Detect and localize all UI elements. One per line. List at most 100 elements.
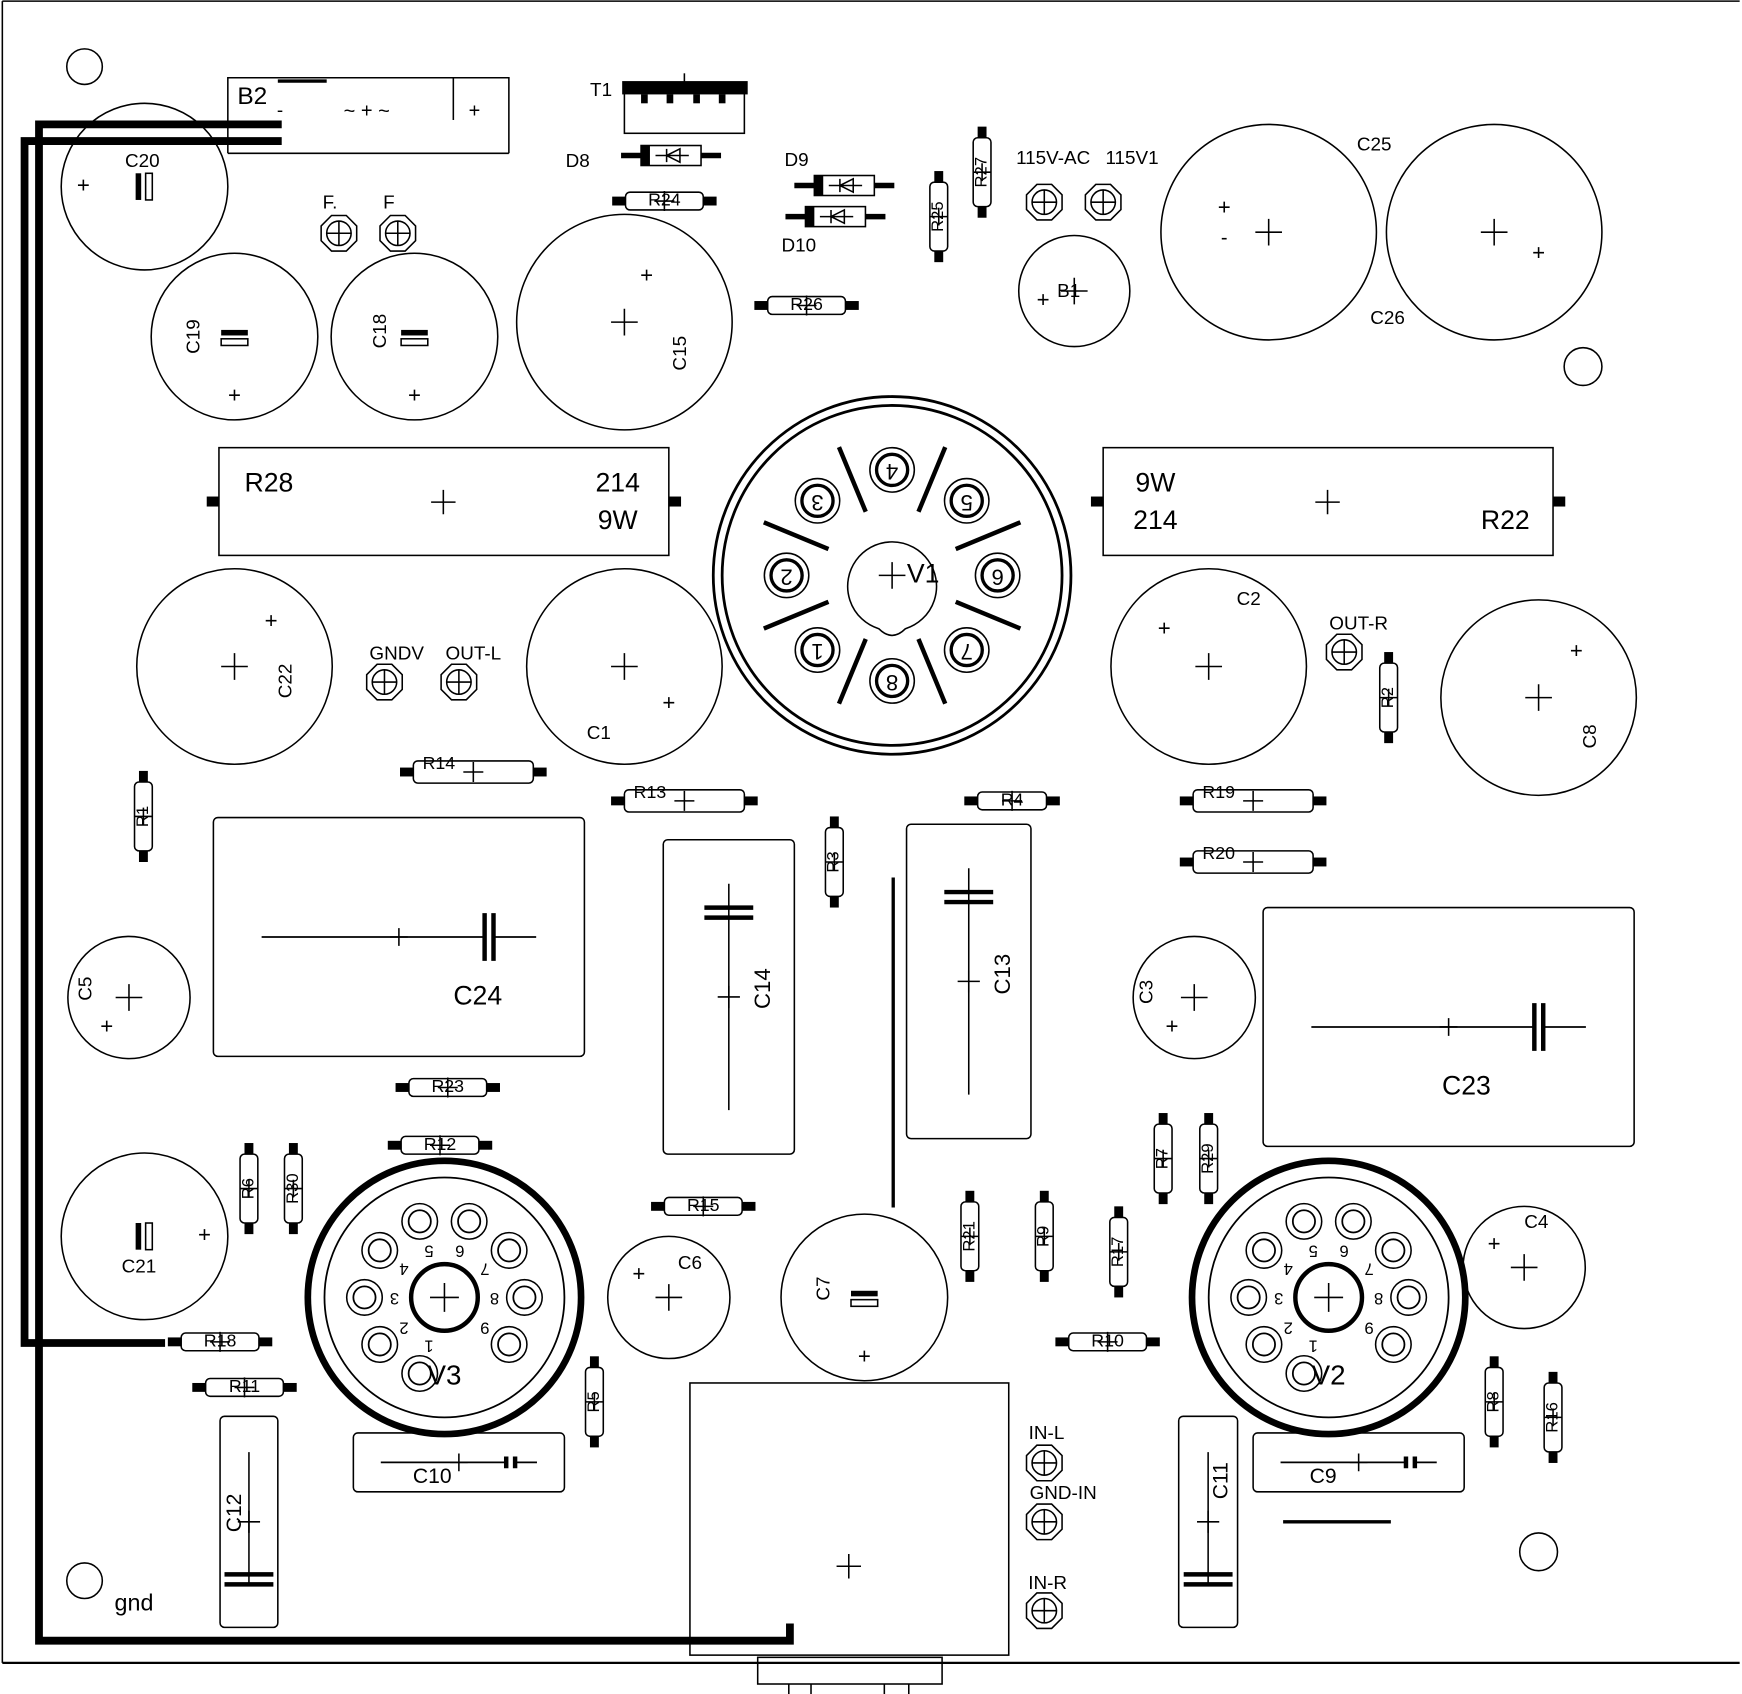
outline	[1230, 1278, 1268, 1316]
resistor-r6: R6	[238, 1143, 259, 1235]
tube-pin: 7	[1364, 1231, 1412, 1279]
pad-label: OUT-R	[1329, 613, 1388, 634]
polarity-plus-mark: +	[1570, 638, 1583, 663]
polarity-plus-mark: +	[100, 1013, 113, 1038]
cathode-band	[805, 206, 815, 227]
electrolytic-capacitor-b1: B1+	[1017, 234, 1131, 348]
outline	[1245, 1231, 1283, 1269]
electrolytic-capacitor-c15: C15+	[515, 213, 733, 431]
outline	[515, 213, 733, 431]
tube-pin: 2	[1245, 1318, 1293, 1363]
crosshair-mark	[929, 207, 948, 226]
crosshair-mark	[611, 308, 638, 336]
lead-pad	[244, 1223, 254, 1235]
crosshair-mark	[284, 1179, 303, 1198]
transformer-t1: T1	[590, 73, 748, 135]
resistor-r9: R9	[1034, 1190, 1054, 1282]
lead-pad	[1055, 1337, 1069, 1347]
pad-label: OUT-L	[446, 643, 502, 664]
tube-pin: 1	[401, 1337, 439, 1393]
pad-outline	[1325, 633, 1363, 671]
outline	[1374, 1231, 1412, 1269]
resistor-label: R7	[1153, 1148, 1172, 1169]
pad-outline	[1025, 1503, 1063, 1541]
crosshair-mark	[1255, 218, 1283, 246]
electrolytic-capacitor-c20: C20+	[60, 102, 229, 271]
tube-pin: 6	[974, 552, 1021, 599]
outline	[794, 477, 841, 524]
pin-number: 4	[1284, 1260, 1293, 1279]
mounting-hole	[1518, 1532, 1559, 1572]
crosshair-mark	[446, 669, 472, 695]
lead-pad	[934, 251, 944, 263]
pin-number: 8	[1374, 1289, 1383, 1308]
crosshair-mark	[825, 853, 844, 871]
polarity-plus-mark: +	[198, 1222, 211, 1247]
outline	[1160, 123, 1378, 341]
resistor-label: R19	[1202, 782, 1235, 802]
tube-pin: 5	[401, 1202, 439, 1260]
pad-in-r: IN-R	[1025, 1573, 1067, 1630]
pin-divider	[836, 446, 868, 513]
lead-pad	[1179, 857, 1194, 867]
outline	[1341, 1209, 1366, 1234]
lead-pad	[977, 206, 987, 218]
outline	[1293, 1261, 1365, 1333]
electrolytic-capacitor-c21: C21+	[60, 1152, 229, 1321]
lead-pad	[1489, 1356, 1499, 1368]
pad-outline	[440, 663, 478, 701]
resistor-r1: R1	[133, 770, 154, 862]
pin-number: 6	[1339, 1241, 1348, 1260]
crosshair-mark	[1197, 1510, 1220, 1533]
capacitor-symbol	[400, 338, 429, 347]
outline	[65, 1562, 104, 1600]
outline	[1285, 1202, 1323, 1240]
polarity-plus-mark: +	[265, 608, 278, 633]
outline	[769, 558, 804, 593]
pin	[666, 94, 674, 104]
lead-pad	[1039, 1270, 1049, 1282]
tube-pin: 7	[943, 627, 990, 674]
pin-number: 1	[424, 1337, 433, 1356]
pin-divider	[954, 599, 1022, 631]
resistor-label: R3	[824, 851, 843, 872]
crosshair-mark	[372, 669, 397, 695]
crosshair-mark	[115, 984, 143, 1011]
electrolytic-capacitor-c18: C18+	[330, 252, 499, 421]
outline	[323, 1176, 566, 1419]
electrolytic-capacitor-c19: C19+	[150, 252, 319, 421]
outline	[407, 1209, 432, 1234]
resistor-label: R11	[229, 1376, 260, 1396]
resistor-label: R2	[1378, 687, 1397, 708]
crosshair-mark	[1035, 1227, 1054, 1246]
outline	[1245, 1325, 1283, 1363]
outline	[1285, 1354, 1323, 1393]
capacitor-symbol	[221, 329, 248, 336]
lead-pad	[744, 796, 758, 806]
outline	[1110, 567, 1308, 766]
crosshair-mark	[431, 489, 456, 515]
pad-f-: F.	[320, 192, 358, 252]
crosshair-mark	[430, 1135, 450, 1156]
diode-label: D10	[781, 236, 816, 257]
crosshair-mark	[1480, 218, 1508, 246]
lead-pad	[1204, 1113, 1214, 1125]
lead-pad	[395, 1083, 409, 1092]
lead-pad	[533, 767, 547, 777]
pad-out-r: OUT-R	[1325, 613, 1388, 671]
resistor-r13: R13	[611, 782, 758, 813]
lead-pad	[206, 496, 219, 507]
lead-pad	[1489, 1436, 1499, 1448]
crosshair-mark	[449, 1453, 468, 1472]
outline	[943, 627, 990, 674]
tube-pin: 8	[1374, 1278, 1428, 1316]
outline	[401, 1202, 439, 1240]
resistor-r18: R18	[167, 1331, 273, 1352]
capacitor-plate	[482, 913, 496, 961]
resistor-r17: R17	[1108, 1206, 1129, 1298]
crosshair-mark	[237, 1510, 261, 1533]
resistor-r4: R4	[964, 790, 1060, 811]
resistor-r3: R3	[824, 816, 845, 908]
lead-pad	[244, 1143, 254, 1155]
